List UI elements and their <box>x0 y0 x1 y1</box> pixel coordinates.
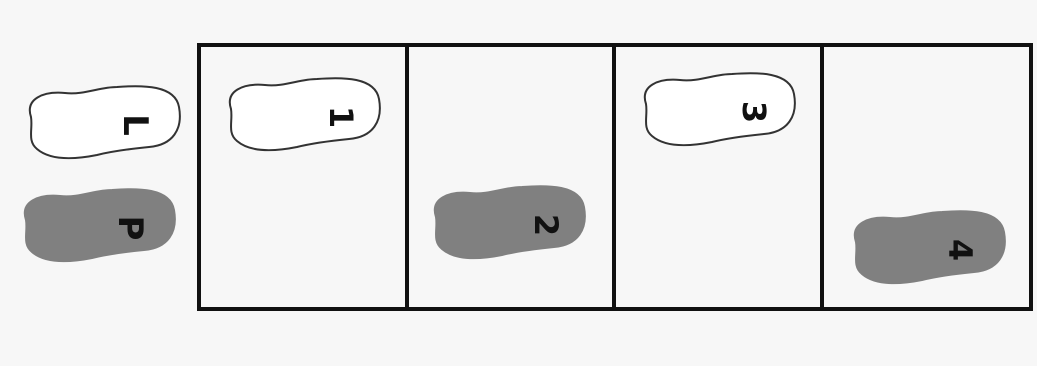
step-3: 3 <box>643 72 796 147</box>
step-1: 1 <box>228 77 381 152</box>
step-3-label: 3 <box>735 101 773 123</box>
step-grid <box>197 43 1033 311</box>
step-2: 2 <box>433 185 586 260</box>
right-footprint-icon <box>23 188 176 263</box>
step-4: 4 <box>853 210 1006 285</box>
legend-right-label: P <box>110 216 150 241</box>
step-2-label: 2 <box>527 214 565 236</box>
step-4-label: 4 <box>941 239 979 261</box>
step-1-label: 1 <box>322 106 360 128</box>
right-footprint-icon <box>853 210 1006 285</box>
left-footprint-icon <box>28 85 181 160</box>
legend-left-label: L <box>115 114 155 136</box>
legend-right-foot: P <box>23 188 176 263</box>
legend-left-foot: L <box>28 85 181 160</box>
